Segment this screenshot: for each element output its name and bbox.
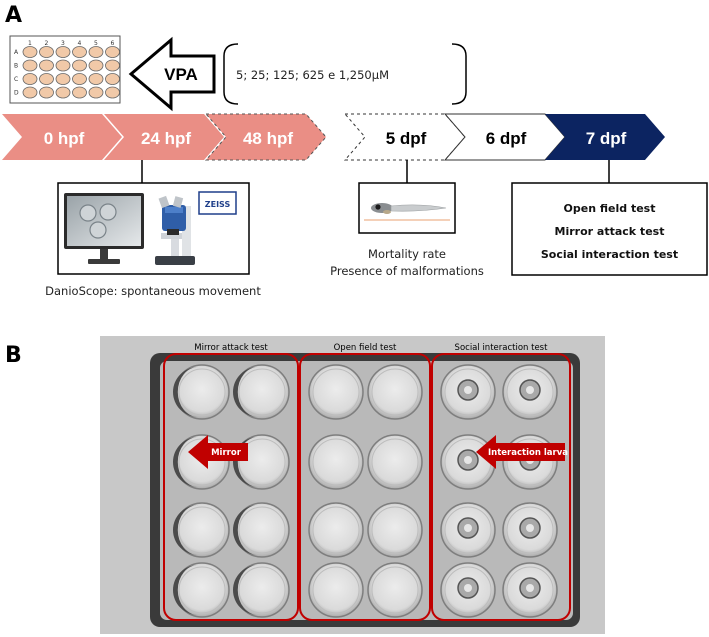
plate-icon-well — [55, 86, 71, 99]
plate-icon-well — [22, 59, 38, 72]
social-test-outline — [431, 353, 571, 621]
plate-icon-well — [72, 46, 87, 58]
plate-icon-well — [55, 46, 71, 58]
column-title-open-field: Open field test — [334, 343, 397, 353]
plate-icon-well — [39, 59, 54, 72]
zeiss-logo-text: ZEISS — [205, 200, 231, 209]
plate-icon-well — [39, 73, 54, 85]
panel-a-letter: A — [5, 3, 22, 28]
concentration-bracket: 5; 25; 125; 625 e 1,250µM — [223, 43, 467, 105]
photo-well — [308, 502, 364, 558]
mirror-insert — [233, 505, 258, 555]
plate-row-label: D — [14, 90, 19, 97]
photo-well — [367, 502, 423, 558]
plate-column-label: 1 — [28, 40, 32, 47]
photo-well — [367, 364, 423, 420]
plate-icon-well — [88, 86, 104, 99]
concentrations-text: 5; 25; 125; 625 e 1,250µM — [236, 68, 389, 82]
photo-well — [367, 434, 423, 490]
mirror-arrow: Mirror — [188, 435, 248, 469]
larva-icon — [371, 203, 447, 214]
plate-icon-well — [39, 46, 54, 58]
mirror-insert — [173, 437, 198, 487]
plate-column-label: 2 — [45, 40, 49, 47]
mirror-insert — [173, 367, 198, 417]
stage-24hpf-chevron — [104, 114, 224, 160]
mortality-line1: Mortality rate — [368, 247, 446, 261]
photo-well — [308, 434, 364, 490]
plate-row-label: B — [14, 63, 18, 70]
plate-column-label: 6 — [111, 40, 115, 47]
test-open-field: Open field test — [564, 202, 656, 215]
test-social-interaction: Social interaction test — [541, 248, 678, 261]
plate-icon-well — [55, 73, 71, 85]
photo-well — [308, 562, 364, 618]
monitor-icon — [64, 193, 144, 264]
vpa-label: VPA — [164, 65, 198, 84]
mirror-insert — [233, 367, 258, 417]
larva-box — [358, 182, 456, 234]
microscope-icon — [155, 195, 195, 265]
interaction-arrow-label: Interaction larva — [488, 448, 568, 458]
open-field-outline — [299, 353, 431, 621]
plate-icon-well — [105, 46, 120, 58]
plate-column-label: 3 — [61, 40, 65, 47]
well-plate-icon: 1 2 3 4 5 6 A B C D — [9, 35, 121, 104]
plate-photo: Mirror attack test Open field test Socia… — [100, 336, 605, 634]
plate-icon-well — [72, 86, 87, 99]
stage-6dpf-label: 6 dpf — [486, 129, 527, 148]
plate-column-label: 5 — [94, 40, 98, 47]
column-title-mirror: Mirror attack test — [194, 343, 268, 353]
column-title-social: Social interaction test — [455, 343, 549, 353]
plate-icon-well — [72, 73, 87, 85]
plate-icon-well — [39, 86, 54, 99]
plate-row-label: C — [14, 76, 18, 83]
photo-well — [308, 364, 364, 420]
interaction-arrow: Interaction larva — [476, 435, 568, 469]
mortality-line2: Presence of malformations — [330, 264, 484, 278]
stage-48hpf-chevron — [204, 113, 327, 161]
tests-box: Open field test Mirror attack test Socia… — [511, 182, 708, 276]
plate-icon-well — [105, 86, 120, 99]
mirror-insert — [173, 505, 198, 555]
plate-row-label: A — [14, 49, 19, 56]
stage-0hpf-chevron — [2, 114, 122, 160]
plate-icon-well — [88, 46, 104, 58]
plate-icon-well — [72, 59, 87, 72]
stage-24hpf-label: 24 hpf — [141, 129, 191, 148]
photo-well — [367, 562, 423, 618]
stage-48hpf-label: 48 hpf — [243, 129, 293, 148]
plate-column-label: 4 — [78, 40, 82, 47]
mirror-insert — [173, 565, 198, 615]
stage-5dpf-label: 5 dpf — [386, 129, 427, 148]
plate-icon-well — [22, 86, 38, 99]
plate-icon-well — [105, 59, 120, 72]
stage-0hpf-label: 0 hpf — [44, 129, 85, 148]
test-mirror-attack: Mirror attack test — [555, 225, 665, 238]
stage-7dpf-chevron — [545, 114, 665, 160]
timeline: 0 hpf 24 hpf 48 hpf 5 dpf 6 dpf 7 dpf — [2, 113, 665, 161]
zeiss-logo: ZEISS — [198, 191, 237, 215]
plate-icon-well — [22, 73, 38, 85]
plate-icon-well — [105, 73, 120, 85]
plate-icon-well — [55, 59, 71, 72]
stage-5dpf-chevron — [343, 113, 466, 161]
danioscope-box: ZEISS — [57, 182, 250, 275]
panel-b-letter: B — [5, 343, 22, 368]
stage-7dpf-label: 7 dpf — [586, 129, 627, 148]
vpa-arrow: VPA — [128, 36, 216, 112]
plate-icon-well — [22, 46, 38, 58]
plate-icon-well — [88, 73, 104, 85]
mirror-insert — [233, 565, 258, 615]
mirror-test-outline — [163, 353, 299, 621]
plate-icon-well — [88, 59, 104, 72]
mirror-arrow-label: Mirror — [211, 448, 242, 458]
danioscope-caption: DanioScope: spontaneous movement — [45, 284, 261, 298]
